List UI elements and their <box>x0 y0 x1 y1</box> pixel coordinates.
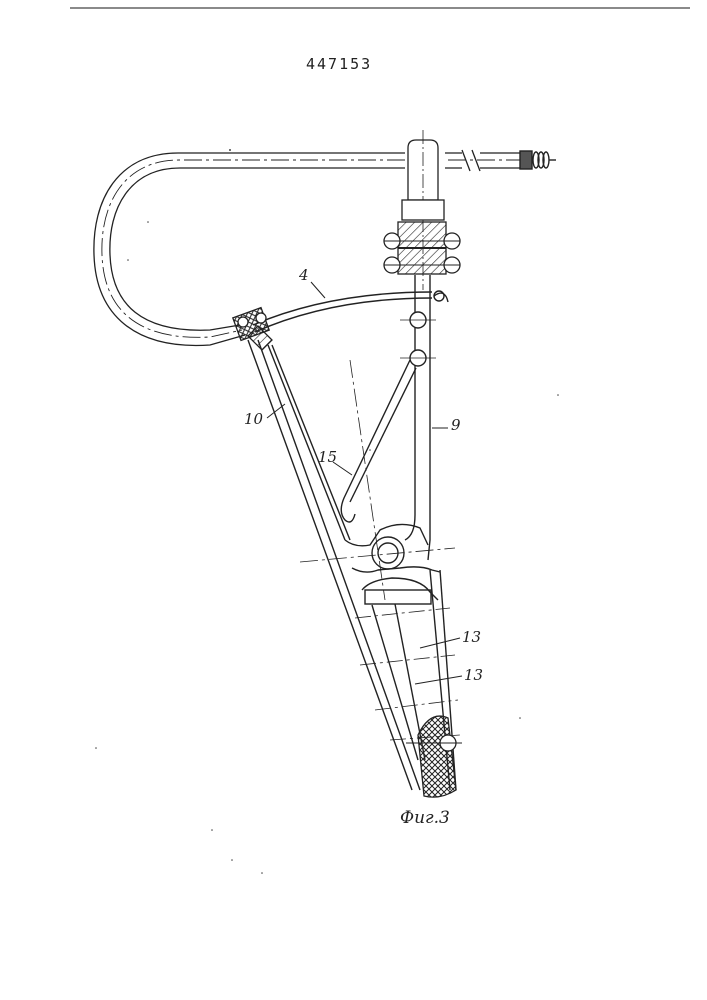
speckles <box>95 149 559 874</box>
right-bar-9 <box>400 275 436 560</box>
strut-15 <box>341 360 416 522</box>
label-15: 15 <box>318 448 337 466</box>
label-9: 9 <box>451 416 461 434</box>
figure-caption: Фиг.3 <box>400 808 450 828</box>
clamp-blocks <box>384 222 460 274</box>
leader-lines <box>267 282 462 684</box>
spring-plate-4 <box>253 292 432 332</box>
document-number: 447153 <box>306 55 372 73</box>
label-13-lower: 13 <box>464 666 483 684</box>
body-centerline <box>350 360 385 600</box>
left-fitting <box>233 308 272 350</box>
cable-end-coil <box>520 151 556 169</box>
label-13-upper: 13 <box>462 628 481 646</box>
label-10: 10 <box>244 410 263 428</box>
hook <box>434 291 448 302</box>
label-4: 4 <box>299 266 309 284</box>
